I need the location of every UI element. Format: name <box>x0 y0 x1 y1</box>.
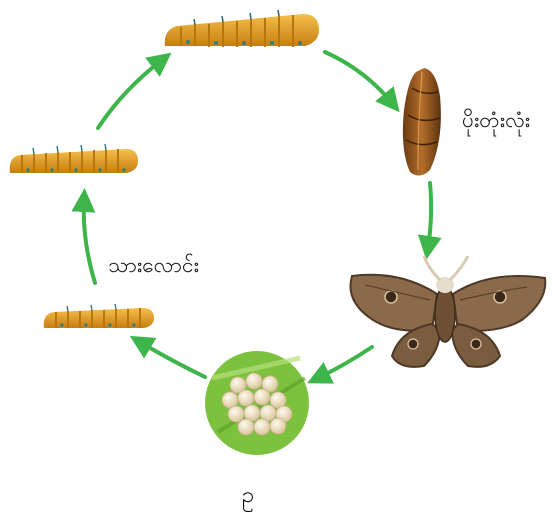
label-egg: ဥ <box>242 480 254 513</box>
arrow-larva-to-top <box>98 60 162 128</box>
caterpillar-bottom-left <box>44 304 154 328</box>
label-larva: သားလောင်း <box>108 252 199 283</box>
arrow-top-to-pupa <box>325 52 392 103</box>
arrow-pupa-to-moth <box>428 183 431 248</box>
arrow-larva-up <box>84 200 95 283</box>
label-pupa: ပိုးတုံးလုံး <box>462 107 530 138</box>
caterpillar-top <box>165 10 319 47</box>
cycle-arrows <box>84 52 431 378</box>
arrow-moth-to-egg <box>318 347 372 378</box>
eggs-cluster <box>205 351 309 455</box>
arrow-egg-to-larva <box>140 342 205 377</box>
adult-moth <box>350 256 545 367</box>
pupa-cocoon <box>403 68 441 176</box>
caterpillar-left-middle <box>10 144 138 173</box>
